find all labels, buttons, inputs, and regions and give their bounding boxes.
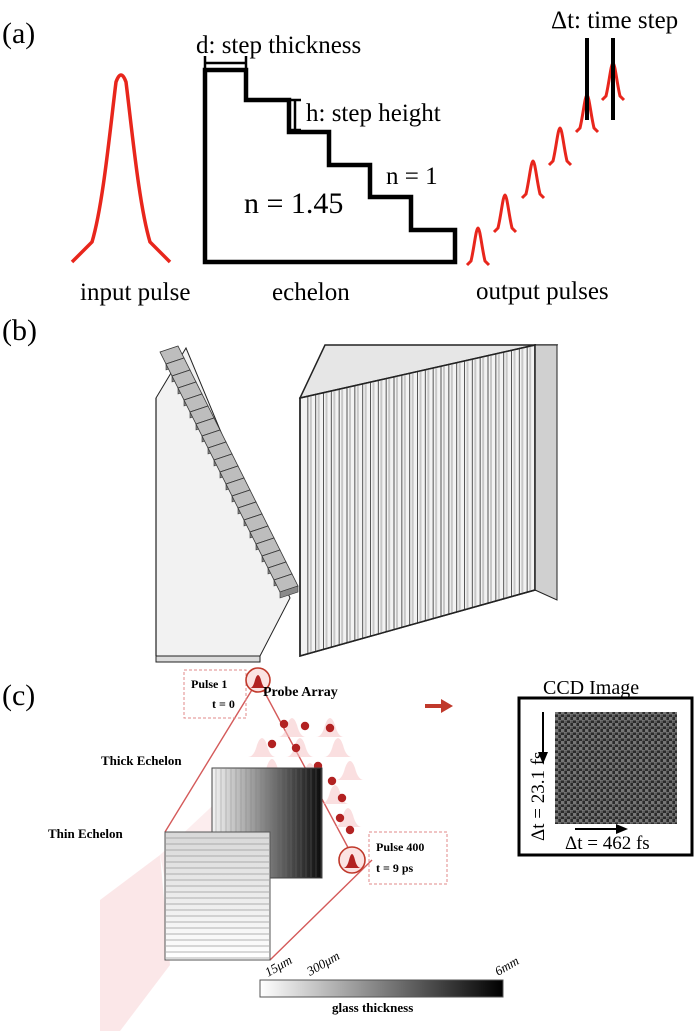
scale-tick-300: 300μm <box>303 948 342 979</box>
output-pulses <box>465 61 626 267</box>
pulse1-label: Pulse 1 <box>191 677 227 691</box>
stair-riser <box>279 585 299 599</box>
thin-echelon-3d <box>155 345 299 663</box>
step-height-label: h: step height <box>306 100 441 127</box>
step-thickness-dimension <box>203 56 248 70</box>
ccd-vertical-arrow <box>538 712 548 764</box>
ccd-image <box>555 712 677 824</box>
pulse1-time: t = 0 <box>212 697 235 711</box>
pulse400-time: t = 9 ps <box>376 861 414 875</box>
probe-pulse <box>334 808 362 827</box>
step-thickness-label: d: step thickness <box>196 32 361 59</box>
probe-dot <box>279 719 289 729</box>
panel-c: (c) Pulse 1 t = 0 Probe Array Thick Eche… <box>2 667 694 1031</box>
step-height-dimension <box>289 98 301 132</box>
probe-dot <box>337 793 347 803</box>
pulse1-box <box>183 669 247 719</box>
probe-dot <box>300 721 310 731</box>
air-index-label: n = 1 <box>386 163 438 190</box>
probe-pulse <box>336 761 364 780</box>
time-step-label: Δt: time step <box>551 7 678 34</box>
output-pulse <box>520 159 546 200</box>
thin-echelon-square <box>164 831 271 961</box>
probe-array-label: Probe Array <box>263 685 338 700</box>
output-pulse <box>465 226 491 267</box>
output-pulse <box>492 193 518 234</box>
probe-pulse <box>321 785 349 804</box>
probe-pulse <box>324 738 352 757</box>
probe-dot <box>327 776 337 786</box>
input-pulse-label: input pulse <box>80 279 190 306</box>
probe-pulse <box>278 718 306 737</box>
panel-a-label: (a) <box>2 17 35 50</box>
echelon-index-label: n = 1.45 <box>244 187 343 220</box>
panel-c-label: (c) <box>2 679 35 712</box>
input-pulse-curve <box>70 73 172 264</box>
thick-echelon-label: Thick Echelon <box>101 753 182 768</box>
probe-pulse <box>248 738 276 757</box>
panel-b: (b) <box>2 314 559 663</box>
echelon-label: echelon <box>272 279 350 306</box>
probe-dot <box>325 723 335 733</box>
pulse400-label: Pulse 400 <box>376 840 424 854</box>
panel-a: (a) input pulse d: step thickness h: ste… <box>2 7 678 306</box>
thin-echelon-lines <box>166 837 269 959</box>
probe-dot <box>291 743 301 753</box>
output-pulse <box>547 126 573 167</box>
output-pulses-label: output pulses <box>476 278 609 305</box>
pulse400-shape <box>343 854 361 868</box>
probe-dot <box>335 813 345 823</box>
ccd-horizontal-arrow <box>575 824 628 834</box>
probe-dot <box>267 739 277 749</box>
direction-arrow <box>425 699 453 713</box>
echelon-outline <box>202 67 458 265</box>
ccd-horizontal-label: Δt = 462 fs <box>565 833 650 854</box>
beam-path <box>100 855 170 1031</box>
panel-b-label: (b) <box>2 314 37 347</box>
thick-echelon-3d <box>298 344 559 657</box>
pulse1-shape <box>250 675 266 688</box>
scale-caption: glass thickness <box>332 1000 413 1015</box>
glass-thickness-scale <box>259 979 504 998</box>
scale-tick-6: 6mm <box>492 953 521 979</box>
probe-dot <box>345 825 355 835</box>
ccd-vertical-label: Δt = 23.1 fs <box>528 752 549 841</box>
thin-echelon-label: Thin Echelon <box>48 826 124 841</box>
ccd-title: CCD Image <box>543 677 639 699</box>
